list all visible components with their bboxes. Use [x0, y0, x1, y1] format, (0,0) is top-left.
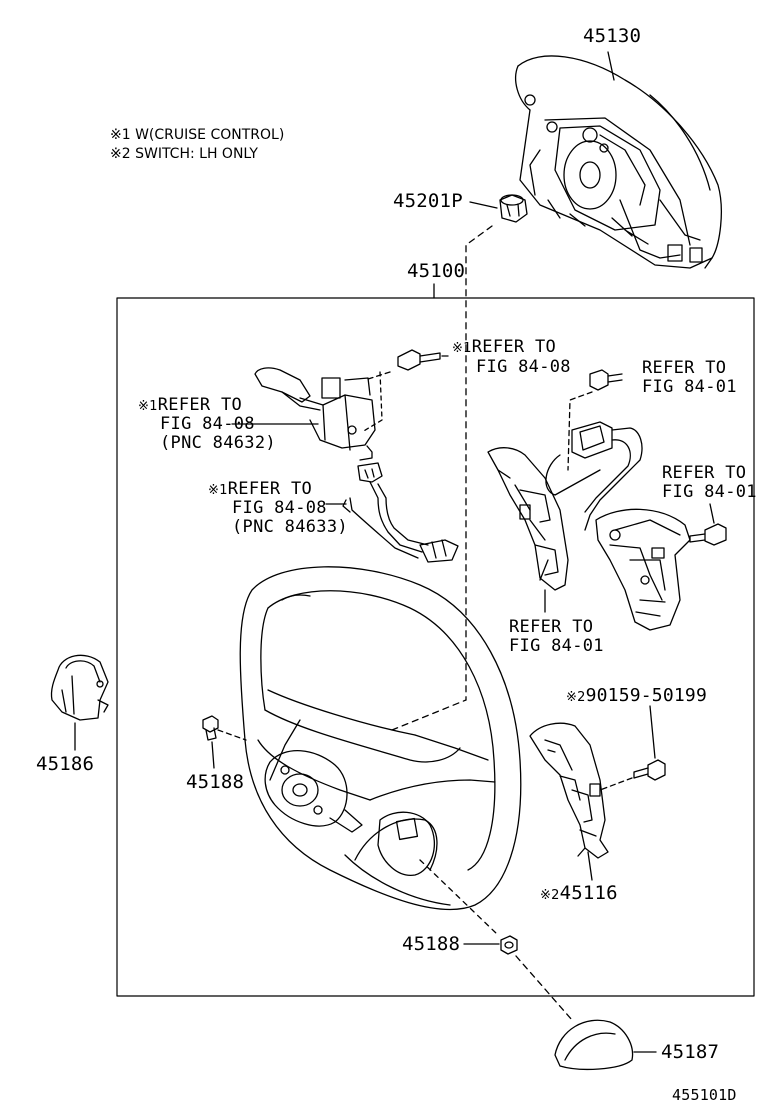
airbag-assembly-drawing	[515, 55, 722, 269]
bolt-upper-drawing	[397, 349, 441, 371]
dashed-bolt-upper	[364, 371, 391, 381]
part-label-45187: 45187	[661, 1041, 720, 1063]
marker-1: ※1	[452, 341, 472, 356]
leader-90159	[649, 705, 656, 759]
assembly-frame	[116, 297, 755, 997]
part-label-45116: ※245116	[540, 882, 618, 904]
leader-45188-upper	[211, 741, 215, 769]
part-label-45186: 45186	[36, 753, 95, 775]
refer-fig-84-08-top: ※1REFER TO	[452, 337, 557, 357]
refer-pnc-84632-line3: (PNC 84632)	[160, 433, 276, 453]
refer-fig-84-01-upper: REFER TO	[642, 358, 727, 378]
note-switch-lh-only: ※2 SWITCH: LH ONLY	[110, 146, 258, 162]
figure-id: 455101D	[672, 1086, 737, 1104]
refer-pnc-84633-line3: (PNC 84633)	[232, 517, 348, 537]
part-label-45188-lower: 45188	[402, 933, 461, 955]
leader-45116	[587, 851, 593, 881]
centerline-main	[465, 225, 493, 701]
steering-wheel-drawing	[239, 566, 522, 911]
centerline-wheel	[391, 699, 467, 731]
leader-refer-84-01-right	[709, 503, 715, 524]
refer-pnc-84633: ※1REFER TO	[208, 479, 313, 499]
part-label-45201p: 45201P	[393, 190, 463, 212]
dashed-right-upper	[567, 391, 593, 471]
part-label-45100: 45100	[407, 260, 466, 282]
part-label-45188-upper: 45188	[186, 771, 245, 793]
refer-pnc-84632: ※1REFER TO	[138, 395, 243, 415]
note-cruise-control: ※1 W(CRUISE CONTROL)	[110, 127, 285, 143]
refer-fig-84-01-bottom: REFER TO	[509, 617, 594, 637]
refer-fig-84-01-upper-line2: FIG 84-01	[642, 377, 737, 397]
switch-45116-drawing	[529, 722, 609, 859]
part-label-90159-50199: ※290159-50199	[566, 685, 707, 706]
marker-1: ※1	[138, 399, 158, 414]
nut-45201p-drawing	[499, 194, 528, 223]
screw-45188-upper-drawing	[202, 715, 219, 741]
marker-2: ※2	[566, 690, 586, 705]
part-label-45130: 45130	[583, 25, 642, 47]
cap-45187-drawing	[554, 1019, 634, 1070]
dashed-to-45187	[515, 955, 573, 1021]
leader-45130	[607, 51, 615, 81]
cover-45186-drawing	[50, 654, 109, 721]
refer-fig-84-01-bottom-line2: FIG 84-01	[509, 636, 604, 656]
refer-fig-84-01-right-line2: FIG 84-01	[662, 482, 757, 502]
refer-pnc-84632-line2: FIG 84-08	[160, 414, 255, 434]
refer-fig-84-08-top-line2: FIG 84-08	[476, 357, 571, 377]
bolt-right-upper-drawing	[589, 369, 623, 391]
refer-pnc-84633-line2: FIG 84-08	[232, 498, 327, 518]
screw-45188-lower-drawing	[500, 935, 518, 955]
marker-2: ※2	[540, 888, 560, 903]
bolt-right-mid-drawing	[689, 523, 727, 546]
harness-drawing	[342, 462, 459, 563]
cruise-switch-drawing	[254, 367, 383, 461]
screw-90159-drawing	[633, 759, 666, 781]
refer-fig-84-01-right: REFER TO	[662, 463, 747, 483]
leader-45201p	[469, 201, 498, 209]
marker-1: ※1	[208, 483, 228, 498]
steering-switch-assy-drawing	[487, 421, 691, 631]
